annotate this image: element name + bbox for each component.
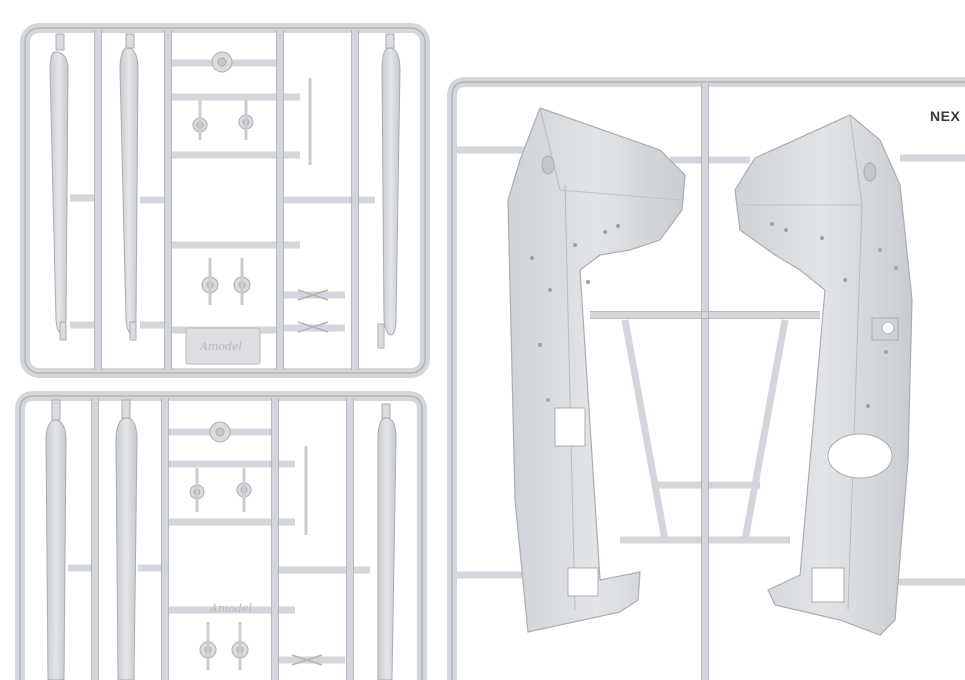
sprue-logo-text-bottom: Amodel	[209, 602, 253, 615]
sprue-parts-top-left	[49, 33, 401, 365]
sprue-logo-text-top: Amodel	[199, 340, 243, 353]
sprue-frame-bottom-left	[15, 391, 427, 680]
fuselage-half-right	[734, 114, 913, 636]
next-label[interactable]: NEX	[930, 108, 961, 124]
sprue-parts-bottom-left	[45, 399, 397, 680]
sprue-frame-right	[447, 77, 965, 680]
fuselage-half-left	[507, 107, 686, 633]
sprue-frame-top-left	[20, 23, 430, 378]
